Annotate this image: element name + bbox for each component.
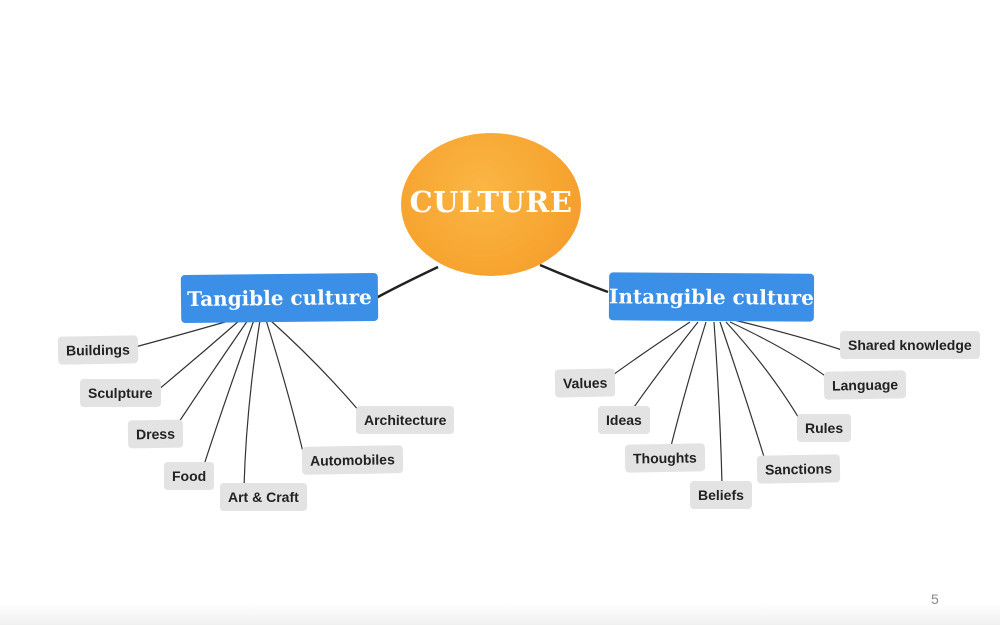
leaf-architecture: Architecture [356,406,455,434]
slide-page-number: 5 [931,591,939,607]
leaf-sculpture: Sculpture [80,379,161,407]
leaf-language: Language [823,370,907,400]
connector-center-tangible [375,265,439,300]
branch-tangible-culture: Tangible culture [180,272,379,324]
connector-intangible-thoughts [669,321,707,451]
leaf-sanctions: Sanctions [756,454,841,484]
connector-tangible-buildings [134,319,233,348]
slide-bottom-shadow [0,603,1000,625]
leaf-food: Food [164,462,215,490]
connector-tangible-artcraft [243,319,261,489]
connector-tangible-sculpture [157,319,241,391]
leaf-dress: Dress [127,419,184,449]
connector-tangible-automobiles [265,319,304,453]
connector-tangible-food [202,319,255,469]
connector-intangible-beliefs [713,321,723,485]
leaf-ideas: Ideas [598,406,650,434]
leaf-rules: Rules [797,414,852,442]
leaf-values: Values [554,368,616,398]
connector-intangible-rules [725,321,801,421]
connector-intangible-ideas [631,321,699,411]
center-node-label: CULTURE [409,184,573,219]
center-node-culture: CULTURE [401,133,581,276]
leaf-buildings: Buildings [57,335,139,365]
leaf-art-craft: Art & Craft [220,483,307,511]
leaf-automobiles: Automobiles [301,445,404,475]
leaf-thoughts: Thoughts [624,443,706,473]
leaf-beliefs: Beliefs [690,481,752,509]
connector-intangible-values [605,321,691,381]
connector-intangible-sanctions [719,321,766,461]
connector-tangible-dress [174,319,249,429]
connector-intangible-knowledge [733,319,843,351]
branch-intangible-culture: Intangible culture [608,272,815,322]
connector-center-intangible [539,263,609,294]
connector-intangible-language [729,321,829,379]
leaf-shared-knowledge: Shared knowledge [840,331,980,359]
connector-tangible-architecture [269,319,361,413]
